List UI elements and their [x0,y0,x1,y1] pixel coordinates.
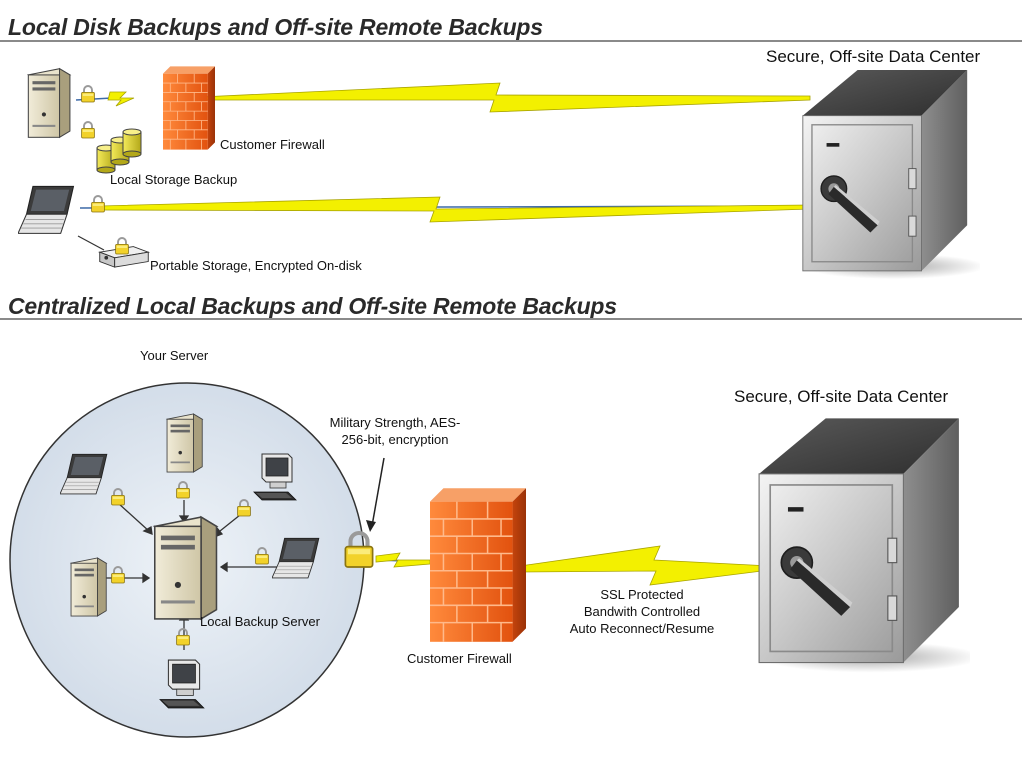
local-backup-server-label: Local Backup Server [200,614,320,629]
padlock-icon [80,121,96,139]
ssl-link-label: SSL Protected Bandwith Controlled Auto R… [570,586,715,637]
section2-title: Centralized Local Backups and Off-site R… [8,293,617,319]
lightning-link-icon [199,82,811,113]
encryption-label: Military Strength, AES- 256-bit, encrypt… [330,414,461,448]
encryption-pointer-arrowhead [366,520,376,532]
safe-icon [802,70,980,280]
encryption-label-line2: 256-bit, encryption [341,432,449,447]
section1-title: Local Disk Backups and Off-site Remote B… [8,14,543,40]
section2-firewall-label: Customer Firewall [407,651,512,666]
server-group-label: Your Server [140,348,209,363]
encryption-pointer [371,457,385,527]
laptop-icon [18,185,75,234]
ssl-link-label-line3: Auto Reconnect/Resume [569,621,715,636]
lightning-link-icon [519,545,771,586]
portable-storage-label: Portable Storage, Encrypted On-disk [150,258,362,273]
padlock-icon [80,85,96,103]
ssl-link-label-line2: Bandwith Controlled [583,604,701,619]
ssl-link-label-line1: SSL Protected [600,587,684,602]
drive-cable [77,235,105,251]
lightning-link-icon [375,552,431,568]
server-icon [27,68,71,138]
server-icon [70,557,107,617]
section1-datacenter-label: Secure, Off-site Data Center [766,47,981,66]
server-icon [166,413,203,473]
section1-divider [0,40,1022,42]
encryption-label-line1: Military Strength, AES- [329,415,461,430]
firewall-icon [163,66,215,150]
lightning-link-icon [99,196,811,223]
firewall-icon [430,487,526,643]
lightning-link-icon [107,91,135,107]
padlock-icon [90,195,106,213]
section1-firewall-label: Customer Firewall [220,137,325,152]
safe-icon [758,418,970,674]
database-icon [96,128,142,174]
local-storage-label: Local Storage Backup [110,172,238,187]
local-backup-server-icon [153,516,218,620]
section2-datacenter-label: Secure, Off-site Data Center [734,387,949,406]
section2-divider [0,318,1022,320]
padlock-icon [114,237,130,255]
